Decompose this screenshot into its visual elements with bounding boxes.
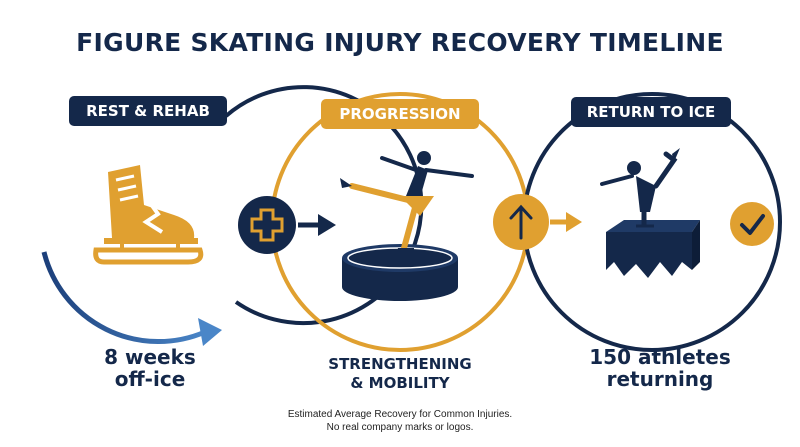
medical-cross-icon (250, 208, 284, 242)
caption-line: off-ice (114, 367, 186, 391)
checkmark-badge (730, 202, 774, 246)
checkmark-icon (740, 214, 765, 235)
medical-cross-badge (238, 196, 336, 254)
arrow-up-badge (493, 194, 582, 250)
stage-label-progression: PROGRESSION (321, 99, 479, 129)
caption-line: 150 athletes (589, 345, 731, 369)
stage-caption-return: 150 athletes returning (570, 346, 750, 390)
footnote-line: Estimated Average Recovery for Common In… (287, 409, 513, 420)
stage-label-return: RETURN TO ICE (571, 97, 731, 127)
page-title: FIGURE SKATING INJURY RECOVERY TIMELINE (76, 28, 724, 57)
arrow-right-icon (318, 214, 336, 236)
stage-ring-progression (270, 92, 530, 352)
caption-line: returning (606, 367, 714, 391)
caption-line: 8 weeks (104, 345, 196, 369)
skater-on-balance-disc-icon (340, 151, 474, 301)
caption-line: & MOBILITY (350, 374, 450, 392)
footnote: Estimated Average Recovery for Common In… (0, 408, 800, 434)
stage-caption-progression: STRENGTHENING & MOBILITY (300, 355, 500, 393)
stage-label-rest: REST & REHAB (69, 96, 227, 126)
ice-skate-icon (93, 165, 204, 265)
arrow-up-icon (509, 204, 533, 240)
arrow-right-icon (566, 212, 582, 232)
skater-on-ice-block-icon (600, 148, 700, 278)
stage-caption-rest: 8 weeks off-ice (70, 346, 230, 390)
caption-line: STRENGTHENING (328, 355, 472, 373)
footnote-line: No real company marks or logos. (326, 422, 474, 433)
